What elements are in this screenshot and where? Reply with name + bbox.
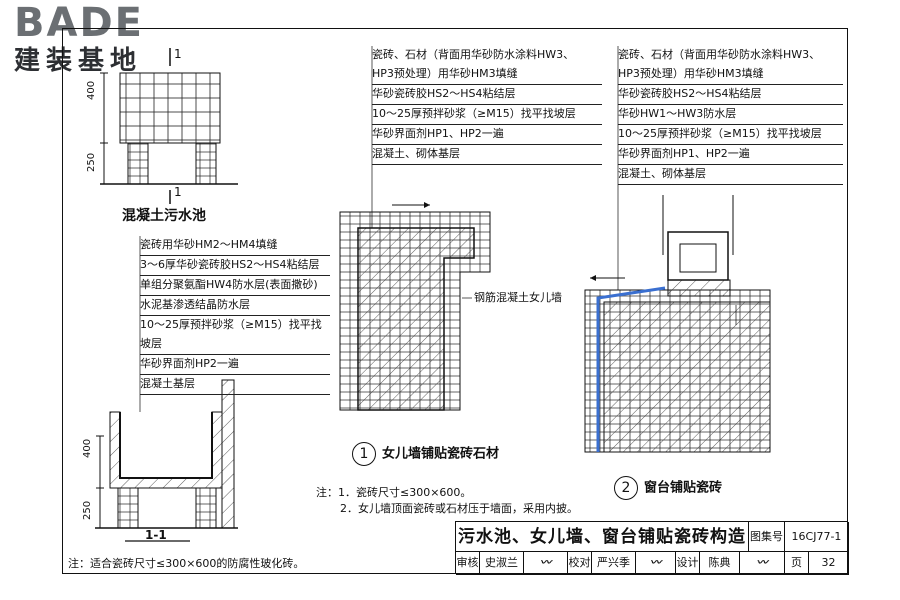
window-layer-list: 瓷砖、石材（背面用华砂防水涂料HW3、 HP3预处理）用华砂HM3填缝 华砂瓷砖… — [618, 46, 843, 185]
parapet-layer: 华砂界面剂HP1、HP2一遍 — [372, 125, 602, 145]
parapet-concrete — [357, 227, 475, 411]
reviewer-name: 史淑兰 — [480, 552, 524, 575]
parapet-layer: 瓷砖、石材（背面用华砂防水涂料HW3、 — [372, 48, 575, 61]
section-support-right — [195, 487, 217, 529]
section-marker-top-num: 1 — [174, 47, 182, 61]
designer-name: 陈典 — [700, 552, 740, 575]
pool-layer: 10～25厚预拌砂浆（≥M15）找平找 — [140, 318, 322, 331]
parapet-layer: HP3预处理）用华砂HM3填缝 — [372, 65, 602, 85]
pool-support-right — [195, 142, 217, 185]
pool-lining — [119, 412, 213, 479]
window-layer: 10～25厚预拌砂浆（≥M15）找平找坡层 — [618, 125, 843, 145]
pool-elevation — [100, 48, 238, 204]
atlas-label: 图集号 — [749, 522, 785, 552]
window-layer: 华砂瓷砖胶HS2～HS4粘结层 — [618, 85, 843, 105]
section-dim-lower: 250 — [82, 500, 93, 520]
detail2-number: 2 — [614, 476, 638, 500]
checker-signature: 〰 — [636, 552, 676, 575]
pool-layer: 单组分聚氨酯HW4防水层(表面撒砂) — [140, 276, 330, 296]
pool-support-left — [127, 142, 149, 185]
window-sill-detail — [584, 175, 771, 453]
parapet-detail — [339, 162, 491, 411]
waterproof-layer — [596, 286, 666, 452]
pool-title: 混凝土污水池 — [122, 208, 206, 224]
pool-layer: 混凝土基层 — [140, 375, 330, 395]
checker-name: 严兴季 — [592, 552, 636, 575]
check-label: 校对 — [568, 552, 592, 575]
pool-layer: 水泥基渗透结晶防水层 — [140, 296, 330, 316]
atlas-number: 16CJ77-1 — [785, 522, 849, 552]
window-layer: HP3预处理）用华砂HM3填缝 — [618, 65, 843, 85]
note-2: 2．女儿墙顶面瓷砖或石材压于墙面，采用内披。 — [340, 502, 578, 515]
review-label: 审核 — [456, 552, 480, 575]
pool-layer: 瓷砖用华砂HM2～HM4填缝 — [140, 236, 330, 256]
detail2-title: 窗台铺贴瓷砖 — [644, 480, 723, 496]
detail1-number: 1 — [352, 442, 376, 466]
detail1-title: 女儿墙铺贴瓷砖石材 — [382, 446, 500, 462]
title-block: 污水池、女儿墙、窗台铺贴瓷砖构造 图集号 16CJ77-1 审核 史淑兰 〰 校… — [455, 521, 849, 575]
window-layer: 华砂界面剂HP1、HP2一遍 — [618, 145, 843, 165]
sill-concrete — [603, 301, 771, 453]
section-dim-upper: 400 — [82, 438, 93, 458]
section-wall — [221, 379, 235, 529]
parapet-layer: 10～25厚预拌砂浆（≥M15）找平找坡层 — [372, 105, 602, 125]
pool-section — [95, 379, 238, 542]
note-1: 注：1．瓷砖尺寸≤300×600。 — [316, 486, 472, 499]
design-label: 设计 — [676, 552, 700, 575]
pool-dim-lower: 250 — [86, 152, 97, 172]
page-label: 页 — [785, 552, 809, 575]
brand-subtitle: 建装基地 — [14, 46, 143, 76]
detail1-caption: 1 女儿墙铺贴瓷砖石材 — [352, 442, 499, 466]
detail2-caption: 2 窗台铺贴瓷砖 — [614, 476, 722, 500]
parapet-layer: 华砂瓷砖胶HS2～HS4粘结层 — [372, 85, 602, 105]
pool-layer: 3～6厚华砂瓷砖胶HS2～HS4粘结层 — [140, 256, 330, 276]
designer-signature: 〰 — [740, 552, 785, 575]
window-sill-stone — [667, 279, 731, 297]
brand-logo: BADE 建装基地 — [14, 2, 164, 76]
pool-layer: 坡层 — [140, 335, 330, 355]
section-marker-bottom-num: 1 — [174, 185, 182, 199]
parapet-layer: 混凝土、砌体基层 — [372, 145, 602, 165]
brand-logo-text: BADE — [14, 0, 144, 46]
pool-dim-upper: 400 — [86, 80, 97, 100]
pool-layer-list: 瓷砖用华砂HM2～HM4填缝 3～6厚华砂瓷砖胶HS2～HS4粘结层 单组分聚氨… — [140, 236, 330, 395]
section-support-left — [117, 487, 139, 529]
pool-layer: 华砂界面剂HP2一遍 — [140, 355, 330, 375]
pool-tile-grid — [119, 72, 221, 144]
parapet-wall-label: 钢筋混凝土女儿墙 — [474, 291, 562, 304]
section-label: 1-1 — [145, 528, 167, 542]
footnote: 注：适合瓷砖尺寸≤300×600的防腐性玻化砖。 — [68, 557, 305, 570]
window-frame — [667, 231, 729, 281]
drawing-title: 污水池、女儿墙、窗台铺贴瓷砖构造 — [456, 522, 749, 552]
page-number: 32 — [809, 552, 849, 575]
window-layer: 瓷砖、石材（背面用华砂防水涂料HW3、 — [618, 48, 821, 61]
window-layer: 混凝土、砌体基层 — [618, 165, 843, 185]
parapet-layer-list: 瓷砖、石材（背面用华砂防水涂料HW3、 HP3预处理）用华砂HM3填缝 华砂瓷砖… — [372, 46, 602, 165]
reviewer-signature: 〰 — [524, 552, 568, 575]
window-layer: 华砂HW1～HW3防水层 — [618, 105, 843, 125]
